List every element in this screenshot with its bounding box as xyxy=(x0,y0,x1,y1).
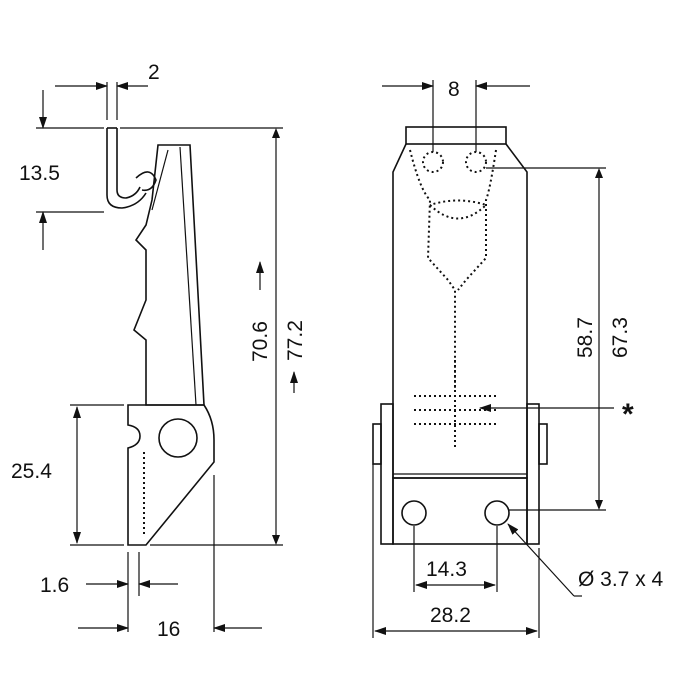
hook-wire xyxy=(106,128,147,209)
dim-base-depth: 16 xyxy=(157,618,180,641)
hook-hole-left xyxy=(422,151,444,173)
dim-base-height: 25.4 xyxy=(11,460,52,483)
dim-base-thickness: 1.6 xyxy=(40,574,69,597)
bracket-tab-left xyxy=(372,423,382,465)
mount-hole-right xyxy=(484,500,510,526)
dim-hole-pitch-long: 67.3 xyxy=(609,317,632,358)
front-view: 8 58.7 67.3 * 14.3 28.2 Ø 3.7 x 4 xyxy=(372,78,664,638)
base-pivot-hole xyxy=(158,418,198,458)
lever-edge-inner xyxy=(151,149,169,211)
base-plate xyxy=(127,404,215,546)
hidden-hook-arc xyxy=(429,199,488,220)
dim-open-length: 77.2 xyxy=(284,320,307,361)
side-view: 2 13.5 25.4 1.6 16 70.6 77.2 xyxy=(11,61,307,641)
mount-hole-left xyxy=(401,500,427,526)
dim-closed-length: 70.6 xyxy=(249,321,272,362)
lever-outline xyxy=(392,143,528,479)
bracket-tab-right xyxy=(538,423,548,465)
front-base-plate xyxy=(392,477,528,545)
dim-top-width: 8 xyxy=(448,78,460,101)
top-tab xyxy=(405,126,507,145)
hook-wire-inner xyxy=(116,128,141,199)
dim-hole-pitch-short: 58.7 xyxy=(574,317,597,358)
dim-base-width: 28.2 xyxy=(430,604,471,627)
dim-hook-height: 13.5 xyxy=(19,162,60,185)
bracket-left xyxy=(380,403,394,545)
asterisk-note: * xyxy=(622,398,634,431)
lever-edge xyxy=(179,146,197,406)
dim-hook-width: 2 xyxy=(148,61,160,84)
bracket-right xyxy=(526,403,540,545)
dim-hole-spacing: 14.3 xyxy=(426,558,467,581)
hook-hole-right xyxy=(465,151,487,173)
hidden-hook-profile xyxy=(409,149,497,390)
hook-loop xyxy=(135,171,157,192)
hole-spec-label: Ø 3.7 x 4 xyxy=(578,568,664,591)
